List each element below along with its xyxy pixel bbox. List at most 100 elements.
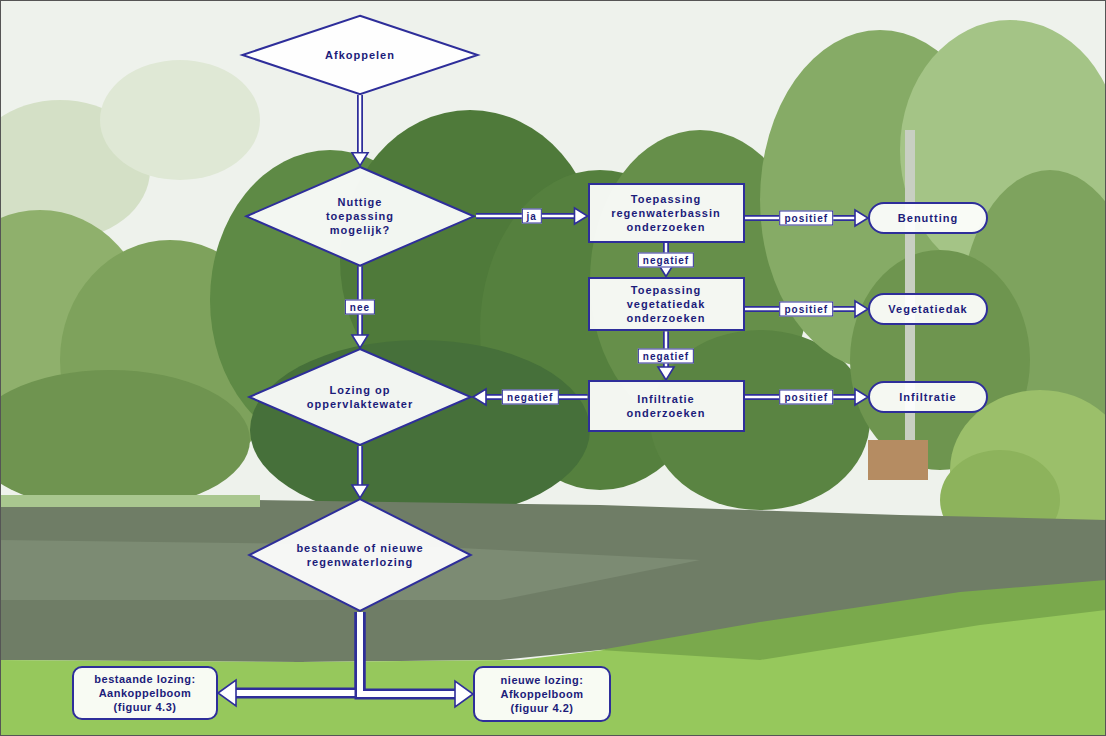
edge-label: nee [345, 300, 375, 315]
node-text-block: bestaande of nieuwe regenwaterlozing [295, 541, 425, 570]
diamond-outline [247, 498, 473, 612]
connector-core [745, 217, 857, 220]
arrow-head [658, 367, 674, 380]
arrow-head [855, 301, 868, 317]
node-text-block: Toepassing regenwaterbassin onderzoeken [601, 192, 731, 235]
node-text: Lozing op oppervlaktewater [295, 383, 425, 412]
connector-core [485, 396, 588, 399]
diamond-shape [249, 349, 470, 445]
node-text-block: Infiltratie [899, 390, 956, 404]
connector-core [745, 396, 857, 399]
connector-outline [357, 266, 363, 336]
node-text-block: Afkoppelen [325, 48, 395, 62]
connector-core [745, 308, 857, 311]
connector-outline [663, 331, 669, 368]
node-text-block: Vegetatiedak [888, 302, 967, 316]
node-text-block: Toepassing vegetatiedak onderzoeken [601, 283, 731, 326]
node-text: Benutting [898, 211, 958, 225]
node-text: Toepassing regenwaterbassin onderzoeken [601, 192, 731, 235]
node-text-block: Nuttige toepassing mogelijk? [305, 195, 415, 238]
edge-label: positief [779, 211, 833, 226]
node-text-block: Benutting [898, 211, 958, 225]
connector-outline [745, 306, 857, 312]
node-text-block: bestaande lozing: Aankoppelboom (figuur … [80, 672, 210, 715]
edge-label: positief [779, 390, 833, 405]
diamond-shape [242, 16, 477, 94]
node-text: Toepassing vegetatiedak onderzoeken [601, 283, 731, 326]
arrow-head [352, 335, 368, 348]
edge-label: negatief [638, 252, 694, 267]
node-text: Infiltratie [899, 390, 956, 404]
start-diamond: Afkoppelen [240, 15, 480, 95]
arrow-head [855, 210, 868, 226]
far-bank [0, 495, 260, 507]
node-text: Afkoppelen [325, 48, 395, 62]
arrow-head [658, 264, 674, 277]
arrow-head [575, 208, 588, 224]
background-trees [0, 20, 1106, 520]
arrow-head [855, 389, 868, 405]
connector [658, 331, 674, 380]
connector [476, 208, 587, 224]
connector [352, 95, 368, 166]
result-pill: Infiltratie [868, 381, 988, 413]
connector-core [235, 612, 360, 693]
node-text-block: Infiltratie onderzoeken [601, 392, 731, 421]
connector-core [476, 215, 575, 218]
shed [868, 440, 928, 480]
connector-outline [663, 243, 669, 265]
connector-outline [745, 215, 857, 221]
diamond-shape [249, 499, 470, 611]
connector-outline [485, 394, 588, 400]
outcome-box: nieuwe lozing: Afkoppelboom (figuur 4.2) [473, 666, 611, 722]
connector [352, 266, 368, 348]
node-text: nieuwe lozing: Afkoppelboom (figuur 4.2) [481, 673, 603, 716]
connector-outline [360, 612, 456, 694]
connector-core [665, 331, 668, 368]
reeds [600, 580, 1106, 660]
arrow-head [352, 485, 368, 498]
connector-outline [357, 95, 363, 154]
result-pill: Vegetatiedak [868, 293, 988, 325]
connector [473, 389, 588, 405]
connector [745, 389, 869, 405]
connector-core [665, 243, 668, 265]
arrow-head [473, 389, 486, 405]
result-pill: Benutting [868, 202, 988, 234]
connector [218, 612, 360, 706]
connector-core [360, 612, 456, 694]
process-box: Infiltratie onderzoeken [588, 380, 745, 432]
decision-diamond: Nuttige toepassing mogelijk? [244, 166, 476, 267]
connector [745, 301, 869, 317]
node-text: Nuttige toepassing mogelijk? [305, 195, 415, 238]
connector [658, 243, 674, 277]
connector-core [359, 266, 362, 336]
edge-label: negatief [638, 348, 694, 363]
node-text-block: Lozing op oppervlaktewater [295, 383, 425, 412]
arrow-head [352, 153, 368, 166]
connector-outline [745, 394, 857, 400]
connector-outline [357, 446, 363, 486]
node-text-block: nieuwe lozing: Afkoppelboom (figuur 4.2) [481, 673, 603, 716]
connector [745, 210, 869, 226]
decision-diamond: Lozing op oppervlaktewater [247, 348, 473, 446]
connector-core [359, 95, 362, 154]
node-text: Infiltratie onderzoeken [601, 392, 731, 421]
arrow-head [218, 680, 236, 706]
connector [360, 612, 473, 707]
node-text: Vegetatiedak [888, 302, 967, 316]
outcome-box: bestaande lozing: Aankoppelboom (figuur … [72, 666, 218, 721]
connector-outline [476, 213, 575, 219]
connector-outline [235, 612, 360, 693]
edge-label: positief [779, 302, 833, 317]
edge-label: negatief [502, 390, 558, 405]
arrow-head [455, 681, 473, 707]
diamond-outline [247, 348, 473, 446]
process-box: Toepassing vegetatiedak onderzoeken [588, 277, 745, 332]
